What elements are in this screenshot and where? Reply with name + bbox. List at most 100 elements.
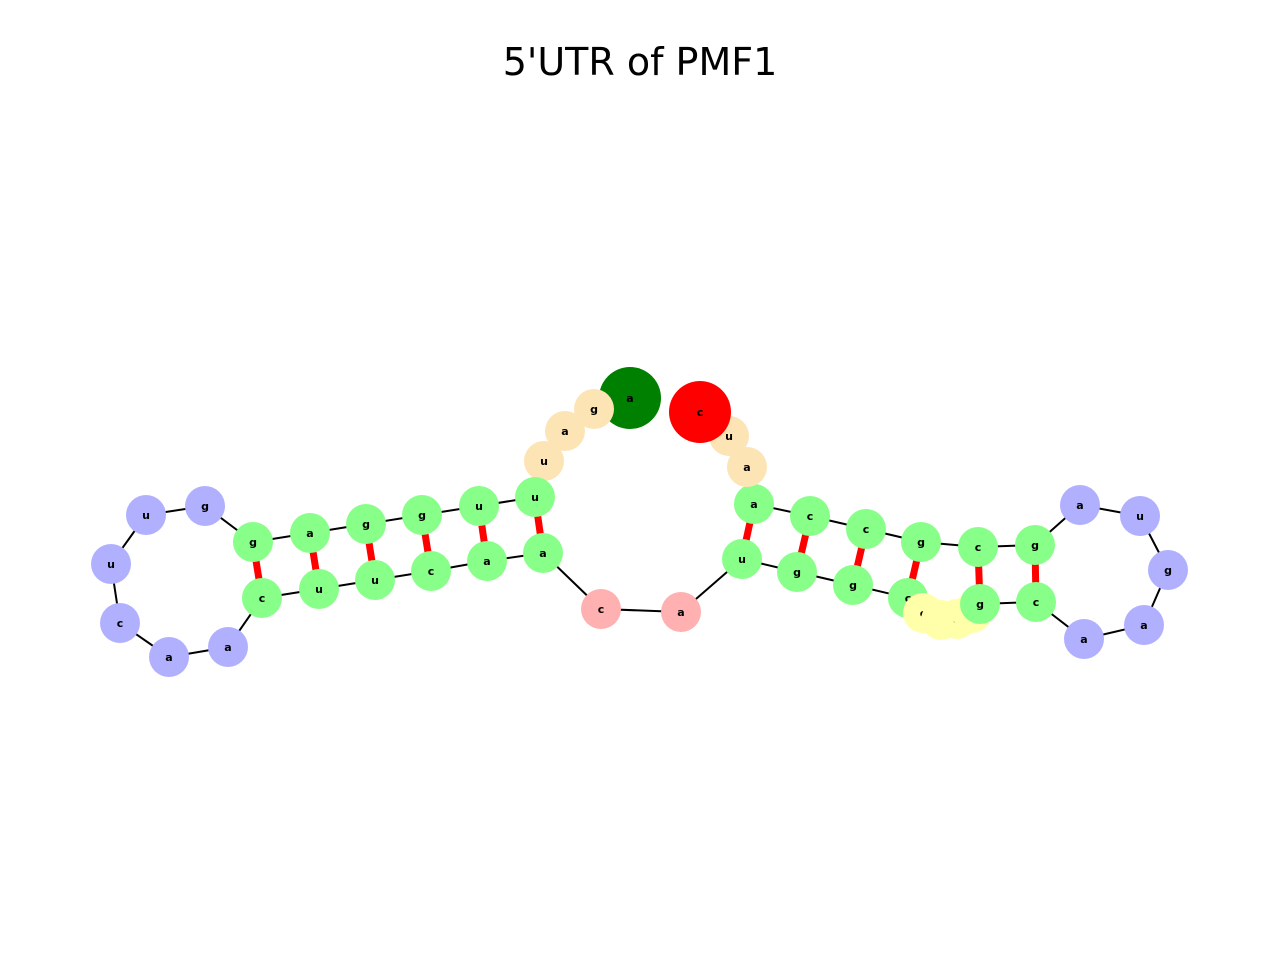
nucleotide-37: g [1148, 550, 1188, 590]
nucleotide-circle-35 [1064, 619, 1104, 659]
nucleotide-3: a [545, 411, 585, 451]
nucleotide-circle-41 [958, 527, 998, 567]
nucleotide-label-15: a [165, 651, 172, 664]
nucleotide-label-16: a [224, 641, 231, 654]
nucleotide-44: c [790, 496, 830, 536]
nucleotide-label-6: u [475, 500, 483, 513]
nucleotide-circle-37 [1148, 550, 1188, 590]
nucleotide-circle-26 [777, 552, 817, 592]
nucleotide-12: u [126, 495, 166, 535]
nucleotide-17: c [242, 578, 282, 618]
nucleotide-24: a [661, 592, 701, 632]
nucleotide-label-14: c [117, 617, 124, 630]
nucleotide-circle-17 [242, 578, 282, 618]
nucleotide-label-19: u [371, 574, 379, 587]
nucleotide-label-28: c [905, 592, 912, 605]
nucleotide-18: u [299, 569, 339, 609]
nucleotide-label-17: c [259, 592, 266, 605]
nucleotide-label-46: a [743, 461, 750, 474]
nucleotide-19: u [355, 560, 395, 600]
nucleotide-label-22: a [539, 547, 546, 560]
nucleotide-13: u [91, 544, 131, 584]
nucleotide-label-8: g [362, 518, 370, 531]
nucleotide-circle-8 [346, 504, 386, 544]
nucleotide-45: a [734, 484, 774, 524]
nucleotide-8: g [346, 504, 386, 544]
nucleotide-label-3: a [561, 425, 568, 438]
nucleotide-circle-42 [901, 522, 941, 562]
nucleotide-circle-7 [402, 495, 442, 535]
nucleotide-40: g [1015, 525, 1055, 565]
nucleotide-20: c [411, 551, 451, 591]
nucleotide-circle-39 [1060, 485, 1100, 525]
nucleotide-46: a [727, 447, 767, 487]
nucleotide-label-25: u [738, 553, 746, 566]
nucleotide-circle-15 [149, 637, 189, 677]
nucleotide-circle-19 [355, 560, 395, 600]
nucleotide-label-48: c [697, 406, 704, 419]
nucleotide-label-13: u [107, 558, 115, 571]
nucleotide-5: u [515, 477, 555, 517]
nucleotide-1: a [599, 367, 661, 429]
nucleotide-2: g [574, 389, 614, 429]
nucleotide-35: a [1064, 619, 1104, 659]
nucleotide-label-20: c [428, 565, 435, 578]
nucleotide-circle-2 [574, 389, 614, 429]
nucleotide-label-33: g [976, 598, 984, 611]
nucleotide-48: c [669, 381, 731, 443]
nucleotide-circle-4 [524, 441, 564, 481]
nucleotide-layer: agauuuggagguucaacuucaacauggccgaagcaaguag… [91, 367, 1188, 677]
nucleotide-11: g [185, 486, 225, 526]
nucleotide-circle-25 [722, 539, 762, 579]
nucleotide-circle-48 [669, 381, 731, 443]
nucleotide-label-45: a [750, 498, 757, 511]
nucleotide-label-47: u [725, 430, 733, 443]
nucleotide-42: g [901, 522, 941, 562]
backbone-layer [110, 397, 1169, 658]
nucleotide-circle-12 [126, 495, 166, 535]
nucleotide-circle-44 [790, 496, 830, 536]
nucleotide-label-40: g [1031, 539, 1039, 552]
nucleotide-circle-38 [1120, 496, 1160, 536]
nucleotide-label-18: u [315, 583, 323, 596]
nucleotide-label-27: g [849, 579, 857, 592]
nucleotide-circle-27 [833, 565, 873, 605]
nucleotide-circle-33 [960, 584, 1000, 624]
nucleotide-circle-14 [100, 603, 140, 643]
nucleotide-label-21: a [483, 555, 490, 568]
nucleotide-38: u [1120, 496, 1160, 536]
nucleotide-circle-18 [299, 569, 339, 609]
nucleotide-circle-20 [411, 551, 451, 591]
nucleotide-label-23: c [598, 603, 605, 616]
diagram-title: 5'UTR of PMF1 [502, 40, 778, 84]
nucleotide-circle-9 [290, 513, 330, 553]
nucleotide-label-38: u [1136, 510, 1144, 523]
nucleotide-15: a [149, 637, 189, 677]
nucleotide-label-4: u [540, 455, 548, 468]
nucleotide-label-43: c [863, 523, 870, 536]
nucleotide-circle-23 [581, 589, 621, 629]
nucleotide-41: c [958, 527, 998, 567]
nucleotide-label-11: g [201, 500, 209, 513]
nucleotide-label-35: a [1080, 633, 1087, 646]
nucleotide-label-10: g [249, 536, 257, 549]
nucleotide-6: u [459, 486, 499, 526]
nucleotide-label-5: u [531, 491, 539, 504]
nucleotide-25: u [722, 539, 762, 579]
nucleotide-circle-1 [599, 367, 661, 429]
nucleotide-7: g [402, 495, 442, 535]
nucleotide-23: c [581, 589, 621, 629]
nucleotide-circle-45 [734, 484, 774, 524]
nucleotide-label-34: c [1033, 596, 1040, 609]
nucleotide-16: a [208, 627, 248, 667]
nucleotide-circle-10 [233, 522, 273, 562]
nucleotide-label-39: a [1076, 499, 1083, 512]
nucleotide-9: a [290, 513, 330, 553]
nucleotide-36: a [1124, 605, 1164, 645]
nucleotide-circle-6 [459, 486, 499, 526]
nucleotide-10: g [233, 522, 273, 562]
nucleotide-label-42: g [917, 536, 925, 549]
nucleotide-33: g [960, 584, 1000, 624]
nucleotide-27: g [833, 565, 873, 605]
